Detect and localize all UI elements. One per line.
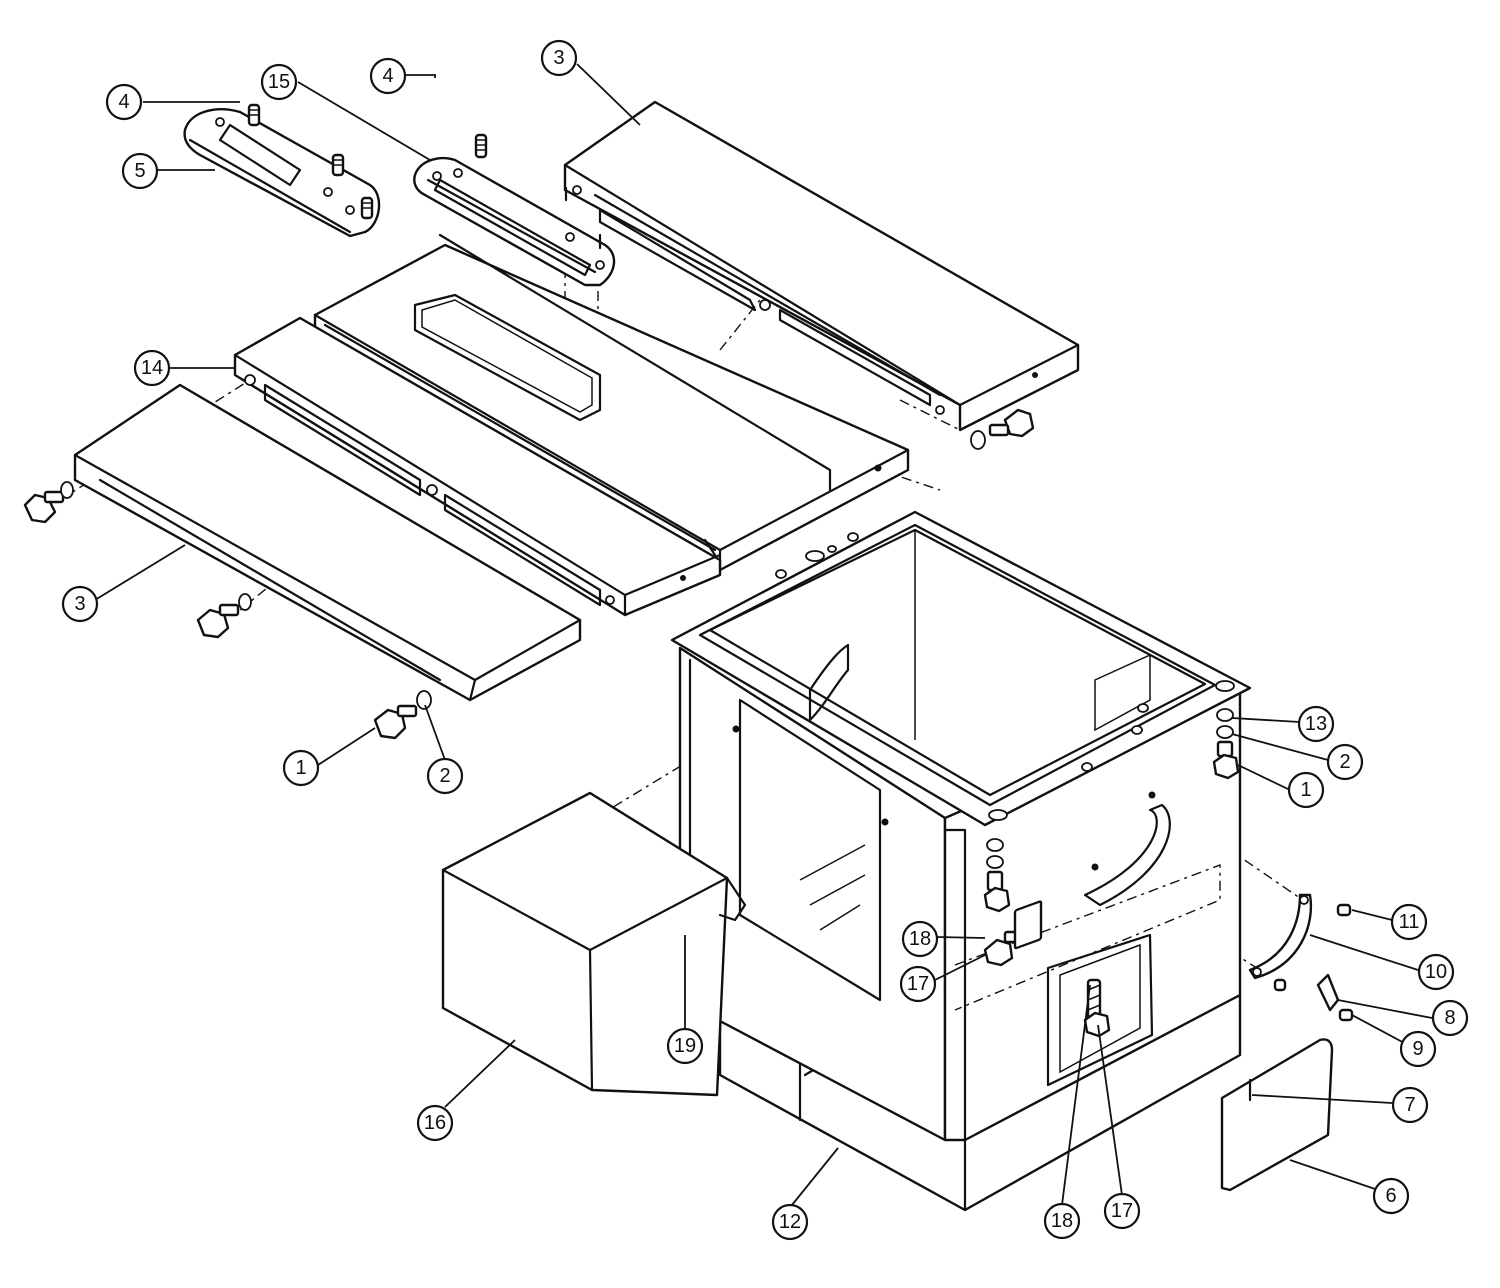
- callout-label: 18: [909, 928, 931, 950]
- extension-wing-right: [563, 100, 1080, 432]
- callout-label: 4: [382, 65, 393, 87]
- callout-label: 12: [779, 1211, 801, 1233]
- extension-wing-left: [73, 383, 582, 702]
- bolts-and-washers: [23, 408, 1240, 1038]
- callout-label: 2: [1339, 751, 1350, 773]
- callout-7: 7: [1391, 1086, 1429, 1124]
- callout-label: 18: [1051, 1210, 1073, 1232]
- callout-label: 15: [268, 71, 290, 93]
- callout-label: 11: [1399, 911, 1420, 933]
- callout-label: 7: [1404, 1094, 1415, 1116]
- callout-label: 19: [674, 1035, 696, 1057]
- callout-4-center: 4: [369, 57, 407, 95]
- callout-label: 8: [1444, 1007, 1455, 1029]
- access-door: [1220, 1038, 1334, 1192]
- callout-label: 5: [134, 160, 145, 182]
- callout-label: 17: [1111, 1200, 1133, 1222]
- callout-label: 17: [907, 973, 929, 995]
- callout-label: 3: [553, 47, 564, 69]
- table-extension: [233, 316, 722, 617]
- callouts: 4 15 4 3 5 14 3 1: [61, 39, 1469, 1241]
- callout-2-left: 2: [426, 757, 464, 795]
- callout-label: 6: [1385, 1185, 1396, 1207]
- callout-10: 10: [1417, 953, 1455, 991]
- callout-6: 6: [1372, 1177, 1410, 1215]
- callout-16: 16: [416, 1104, 454, 1142]
- callout-19: 19: [666, 1027, 704, 1065]
- callout-18-side: 18: [901, 920, 939, 958]
- callout-1-right: 1: [1287, 771, 1325, 809]
- callout-17-side: 17: [899, 965, 937, 1003]
- cabinet-stand: [670, 510, 1252, 1212]
- callout-9: 9: [1399, 1030, 1437, 1068]
- callout-15: 15: [260, 63, 298, 101]
- cabinet-top-frame: [670, 510, 1252, 827]
- callout-label: 16: [424, 1112, 446, 1134]
- callout-3-bottom: 3: [61, 585, 99, 623]
- callout-label: 3: [74, 593, 85, 615]
- set-screws: [247, 103, 488, 220]
- callout-1-left: 1: [282, 749, 320, 787]
- callout-label: 1: [295, 757, 306, 779]
- callout-label: 13: [1305, 713, 1327, 735]
- callout-8: 8: [1431, 999, 1469, 1037]
- callout-label: 14: [141, 357, 163, 379]
- callout-5: 5: [121, 152, 159, 190]
- callout-11: 11: [1390, 903, 1428, 941]
- callout-18-bottom: 18: [1043, 1202, 1081, 1240]
- throat-plate: [413, 156, 616, 287]
- callout-3-top: 3: [540, 39, 578, 77]
- callout-13: 13: [1297, 705, 1335, 743]
- callout-12: 12: [771, 1203, 809, 1241]
- callout-label: 4: [118, 91, 129, 113]
- callout-4-left: 4: [105, 83, 143, 121]
- tilt-mechanism: [1248, 893, 1354, 1022]
- callout-label: 1: [1300, 779, 1311, 801]
- callout-14: 14: [133, 349, 171, 387]
- callout-2-right: 2: [1326, 743, 1364, 781]
- callout-label: 9: [1412, 1038, 1423, 1060]
- motor-cover: [441, 791, 747, 1097]
- callout-label: 10: [1425, 961, 1447, 983]
- insert-plate: [183, 108, 381, 238]
- callout-17-bottom: 17: [1103, 1192, 1141, 1230]
- callout-label: 2: [439, 765, 450, 787]
